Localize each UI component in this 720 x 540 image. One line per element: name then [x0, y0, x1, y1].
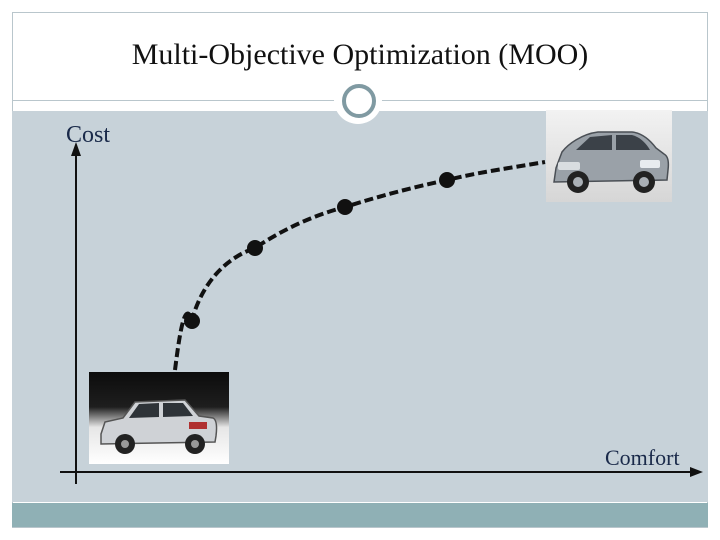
sedan-car-icon: [553, 131, 670, 193]
pareto-point: [247, 240, 263, 256]
expensive-car-image: [546, 110, 672, 202]
footer-bar: [12, 503, 708, 527]
y-axis-label: Cost: [66, 122, 111, 148]
y-axis-arrowhead: [71, 142, 81, 156]
pareto-front-curve: [173, 160, 546, 371]
compact-car-icon: [100, 399, 218, 454]
pareto-point: [337, 199, 353, 215]
slide-title: Multi-Objective Optimization (MOO): [131, 38, 589, 71]
circle-ring-icon: [342, 84, 376, 118]
pareto-point: [184, 313, 200, 329]
cheap-car-image: [89, 372, 229, 464]
x-axis-arrowhead: [690, 467, 703, 477]
x-axis-label: Comfort: [605, 445, 680, 470]
pareto-point: [439, 172, 455, 188]
